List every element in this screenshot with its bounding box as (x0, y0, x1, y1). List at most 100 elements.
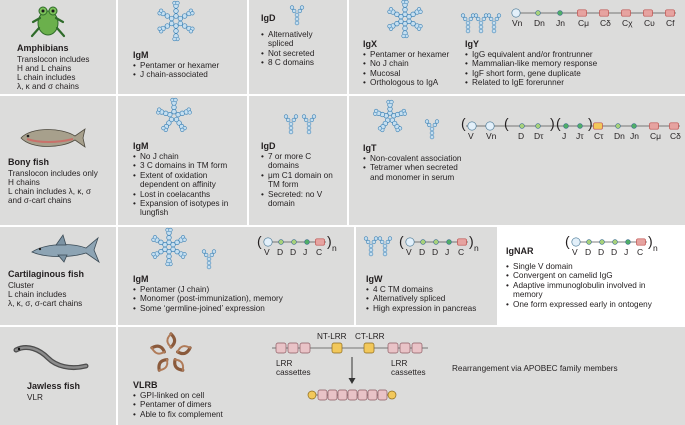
bullet: Convergent on camelid IgG (506, 271, 652, 281)
shark-icon (31, 234, 100, 264)
locus-segment-label: V (572, 247, 578, 257)
locus-open-paren: ( (399, 233, 404, 249)
locus-close-paren: ) (327, 233, 332, 249)
cartilaginous-igw-locus (405, 237, 468, 247)
locus-subscript-n: n (332, 243, 337, 253)
locus-segment-label: Cδ (670, 131, 681, 141)
locus-segment-label: V (468, 131, 474, 141)
locus-segment-label: D (518, 131, 525, 141)
amphibians-igx-bullets: Pentamer or hexamer No J chain Mucosal O… (363, 50, 449, 88)
cartilaginous-fish-igw-bullets: 4 C TM domains Alternatively spliced Hig… (366, 285, 476, 314)
locus-segment-label: V (264, 247, 270, 257)
locus-segment-label: Cχ (622, 18, 633, 28)
bullet-continuation: and monomer in serum (370, 172, 455, 182)
bullet: Pentamer or hexamer (133, 61, 219, 71)
fish-icon (20, 128, 86, 148)
bony-fish-line-2: H chains (8, 178, 40, 187)
bullet: IgG equivalent and/or frontrunner (465, 50, 597, 60)
jawless-fish-name: Jawless fish (27, 381, 81, 391)
monomer-icon (201, 249, 217, 270)
locus-segment-label: Dτ (534, 131, 544, 141)
bony-fish-line-4: and σ-cart chains (8, 196, 72, 205)
tetramer-icon (156, 97, 192, 132)
monomer-icon (301, 114, 317, 135)
lrr-cassettes-left-1: LRR (276, 359, 293, 368)
locus-segment-label: Jn (630, 131, 639, 141)
locus-segment-label: C (316, 247, 323, 257)
amphibians-igd-title: IgD (261, 13, 276, 23)
bony-fish-line-1: Translocon includes only (8, 169, 98, 178)
locus-bracket: ( (461, 115, 466, 131)
cartilaginous-fish-igw-title: IgW (366, 274, 383, 284)
bony-fish-igt-title: IgT (363, 143, 377, 153)
bullet: Non-covalent association (363, 154, 461, 164)
bullet: Able to fix complement (133, 410, 223, 420)
lrr-cassettes-left-2: cassettes (276, 368, 311, 377)
bullet-continuation: domains (268, 161, 299, 171)
bullet: Monomer (post-immunization), memory (133, 294, 283, 304)
pentamer-icon (387, 0, 423, 39)
bullet: Extent of oxidation (133, 171, 228, 181)
locus-segment-label: Cf (666, 18, 675, 28)
bony-fish-igm-title: IgM (133, 141, 149, 151)
locus-segment-label: J (562, 131, 567, 141)
bullet: Alternatively (261, 30, 314, 40)
bullet: 3 C domains in TM form (133, 161, 228, 171)
locus-segment-label: Cυ (644, 18, 655, 28)
ct-lrr-label: CT-LRR (355, 332, 385, 341)
locus-segment-label: D (290, 247, 297, 257)
vlr-gene-diagram (272, 342, 428, 401)
tetramer-icon (373, 99, 407, 133)
monomer-icon (283, 114, 299, 135)
bullet-continuation: spliced (268, 39, 294, 49)
bullet: GPI-linked on cell (133, 391, 223, 401)
cartilaginous-fish-name: Cartilaginous fish (8, 269, 85, 279)
locus-segment-label: J (445, 247, 450, 257)
bullet: Adaptive immunoglobulin involved in (506, 281, 652, 291)
lrr-cassettes-right-1: LRR (391, 359, 408, 368)
bullet: Expansion of isotypes in (133, 199, 228, 209)
cartilaginous-fish-line-3: λ, κ, σ, σ-cart chains (8, 299, 83, 308)
amphibians-igd-bullets: Alternatively spliced Not secreted 8 C d… (261, 30, 314, 68)
cartilaginous-fish-line-2: L chain includes (8, 290, 67, 299)
bullet: Pentamer of dimers (133, 400, 223, 410)
amphibians-igy-title: IgY (465, 39, 480, 49)
locus-segment-label: D (419, 247, 426, 257)
amphibians-igm-bullets: Pentamer or hexamer J chain-associated (133, 61, 219, 80)
locus-segment-label: C (637, 247, 644, 257)
locus-segment-label: Vn (512, 18, 523, 28)
locus-open-paren: ( (257, 233, 262, 249)
monomer-icon (486, 13, 502, 34)
amphibians-line-3: L chain includes (17, 73, 76, 82)
locus-bracket: ) (588, 115, 593, 131)
amphibians-line-4: λ, κ and σ chains (17, 82, 79, 91)
bony-fish-igd-title: IgD (261, 141, 276, 151)
pentamer-icon (151, 227, 187, 267)
locus-bracket: ( (504, 115, 509, 131)
bony-fish-igm-bullets: No J chain 3 C domains in TM form Extent… (133, 152, 228, 218)
locus-bracket: ( (556, 115, 561, 131)
cartilaginous-fish-line-1: Cluster (8, 281, 34, 290)
nt-lrr-label: NT-LRR (317, 332, 347, 341)
amphibians-line-2: H and L chains (17, 64, 72, 73)
bullet: Tetramer when secreted (363, 163, 461, 173)
bullet: 7 or more C (261, 152, 333, 162)
bullet: Pentamer or hexamer (363, 50, 449, 60)
bullet-continuation: memory (513, 290, 543, 300)
bullet: Some ‘germline-joined’ expression (133, 304, 283, 314)
locus-close-paren: ) (648, 233, 653, 249)
pentamer-icon (157, 0, 195, 42)
bullet: Secreted: no V (261, 190, 333, 200)
lrr-cassettes-right-2: cassettes (391, 368, 426, 377)
locus-segment-label: Cτ (594, 131, 604, 141)
monomer-icon (460, 13, 476, 34)
locus-segment-label: D (277, 247, 284, 257)
bullet: One form expressed early in ontogeny (506, 300, 652, 310)
bony-fish-species-panel (0, 96, 116, 225)
jawless-fish-vlrb-bullets: GPI-linked on cell Pentamer of dimers Ab… (133, 391, 223, 420)
locus-segment-label: Cμ (650, 131, 662, 141)
monomer-icon (289, 5, 305, 26)
locus-subscript-n: n (653, 243, 658, 253)
cartilaginous-fish-igm-bullets: Pentamer (J chain) Monomer (post-immuniz… (133, 285, 283, 314)
bullet: High expression in pancreas (366, 304, 476, 314)
